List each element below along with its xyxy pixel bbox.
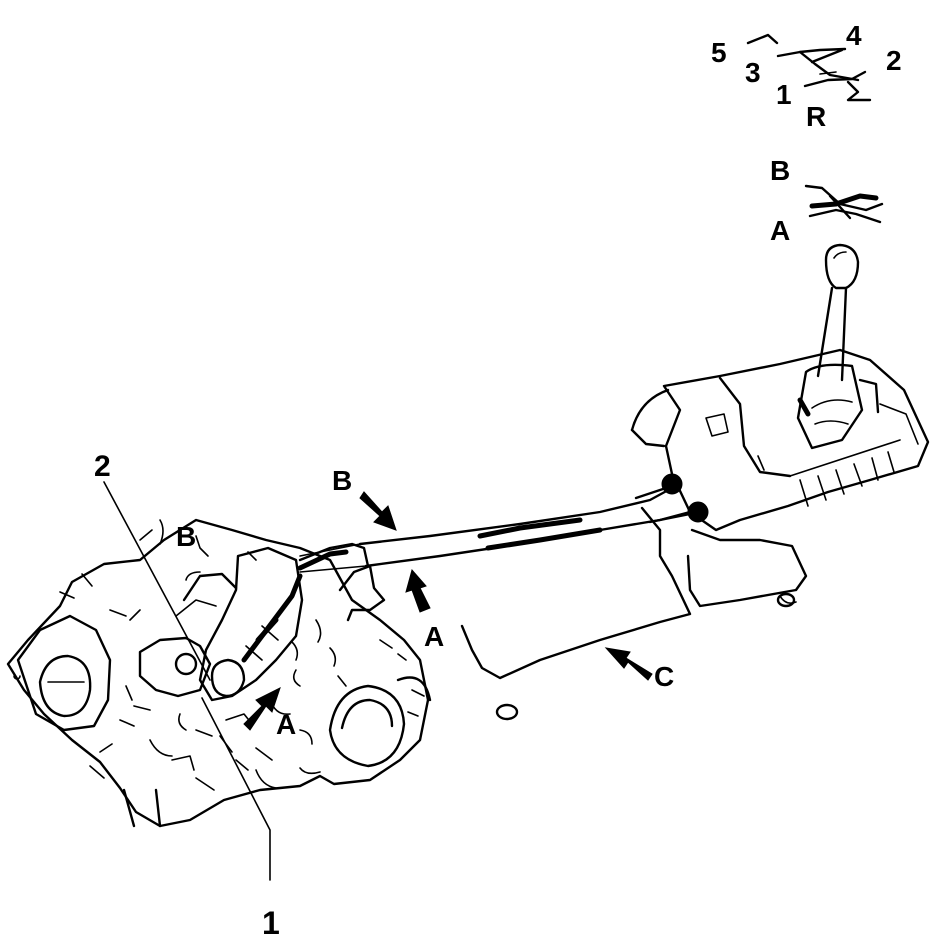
gear-r-label: R [806, 101, 826, 132]
gear-5-label: 5 [711, 37, 727, 68]
cable-bracket-plate [460, 506, 692, 721]
gear-1-label: 1 [776, 79, 792, 110]
gear-4-label: 4 [846, 20, 862, 51]
arrow-a-middle-icon [405, 568, 431, 613]
callout-arrows [243, 491, 653, 731]
shift-lever-assembly [630, 243, 930, 608]
cable-a-label: A [770, 215, 790, 246]
arrow-b-left-label: B [176, 521, 196, 552]
gear-2-label: 2 [886, 45, 902, 76]
arrow-c-label: C [654, 661, 674, 692]
transmission-case [6, 518, 432, 828]
part-2-label: 2 [94, 450, 111, 483]
arrow-a-lower-icon [243, 687, 281, 731]
part-1-label: 1 [262, 905, 280, 941]
cable-b-label: B [770, 155, 790, 186]
arrow-a-lower-label: A [276, 709, 296, 740]
arrow-c-icon [604, 647, 653, 681]
gear-3-label: 3 [745, 57, 761, 88]
leader-lines [103, 481, 271, 881]
arrow-a-middle-label: A [424, 621, 444, 652]
leader-line-1 [201, 697, 271, 881]
arrow-b-upper-icon [359, 491, 397, 531]
shift-cables [299, 473, 709, 573]
leader-line-2 [103, 481, 211, 681]
shift-pattern-gate [746, 33, 872, 102]
arrow-b-upper-label: B [332, 465, 352, 496]
cable-cross-symbol [804, 184, 884, 224]
